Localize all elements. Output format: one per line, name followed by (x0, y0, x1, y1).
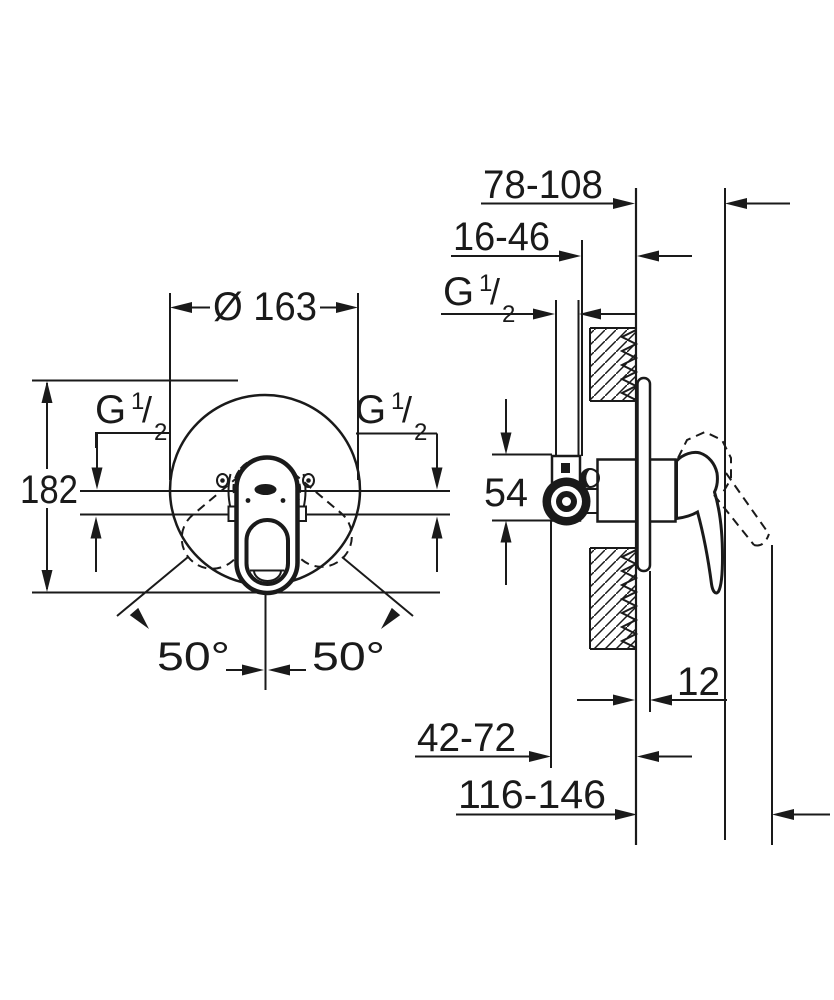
thread-label-top: G 1 / 2 (441, 270, 636, 328)
lever-grip-opening (244, 518, 290, 586)
fitting-notch (561, 463, 570, 473)
dim-escutcheon-diameter: Ø 163 (169, 285, 359, 480)
side-screw (580, 468, 600, 488)
dim-overall-depth: 116-146 (456, 773, 830, 820)
dim-height-label: 182 (20, 468, 78, 512)
dim-pipe-to-wall-label: 42-72 (417, 716, 516, 760)
escutcheon-plate-side (636, 376, 677, 573)
dim-escutcheon-diameter-label: Ø 163 (213, 285, 317, 329)
thread-slash: / (490, 271, 500, 312)
thread-label-left: G 1 / 2 (90, 388, 170, 572)
dim-install-depth-label: 78-108 (483, 163, 603, 207)
cap-screw-left (216, 473, 229, 488)
dim-plate-thickness-label: 12 (677, 660, 720, 704)
dim-overall-depth-label: 116-146 (458, 773, 606, 817)
dim-plate-thickness: 12 (577, 660, 727, 706)
dim-swing-left-label: 50° (157, 635, 230, 679)
thread-slash: / (142, 389, 152, 430)
dim-port-spacing: 54 (484, 399, 552, 585)
thread-letter: G (355, 388, 386, 432)
thread-letter: G (95, 388, 126, 432)
dim-swing-angle: 50° 50° (116, 556, 414, 690)
dim-pipe-inset-label: 16-46 (453, 215, 550, 259)
lever-handle-side-raised (677, 430, 770, 547)
dim-port-spacing-label: 54 (484, 471, 528, 515)
dim-pipe-inset: 16-46 (451, 215, 692, 262)
thread-numerator: 1 (131, 388, 144, 415)
dim-pipe-to-wall: 42-72 (415, 716, 692, 762)
side-view: 78-108 16-46 G 1 / 2 (415, 163, 830, 845)
logo-mark (254, 484, 277, 495)
thread-numerator: 1 (479, 270, 492, 297)
supply-pipe (550, 188, 773, 845)
dim-swing-right-label: 50° (312, 635, 385, 679)
front-view: Ø 163 182 G 1 / 2 G 1 / (20, 285, 450, 690)
union-nut-screw (542, 477, 591, 526)
thread-numerator: 1 (391, 388, 404, 415)
supply-fitting (542, 454, 600, 526)
dim-install-depth: 78-108 (481, 163, 790, 209)
thread-letter: G (443, 270, 474, 314)
lever-handle-side (675, 450, 725, 595)
wall-section (589, 188, 639, 845)
thread-label-right: G 1 / 2 (355, 388, 443, 572)
thread-slash: / (402, 389, 412, 430)
dim-height: 182 (20, 379, 440, 594)
lever-handle-front (234, 455, 300, 596)
